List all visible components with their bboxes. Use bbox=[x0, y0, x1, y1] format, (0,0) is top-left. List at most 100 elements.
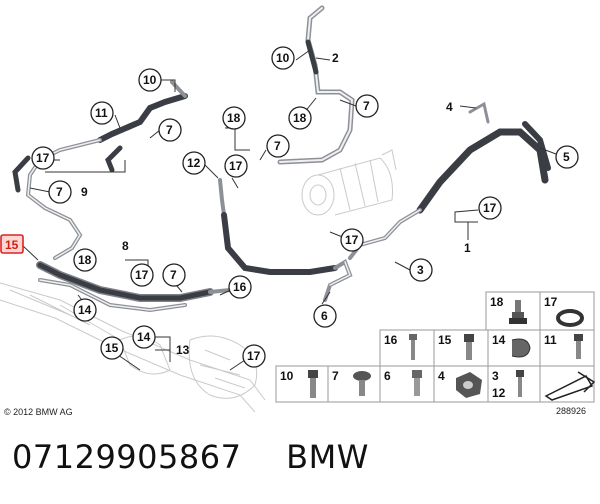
svg-text:17: 17 bbox=[135, 268, 149, 282]
grid-label-15: 15 bbox=[438, 333, 452, 347]
rubber-mount-icon bbox=[509, 300, 527, 324]
image-number: 288926 bbox=[556, 406, 586, 416]
callout-8[interactable]: 8 bbox=[122, 239, 129, 253]
grid-label-3: 3 bbox=[492, 369, 499, 383]
callout-7-left-top[interactable]: 7 bbox=[158, 118, 182, 142]
svg-text:7: 7 bbox=[170, 268, 177, 282]
callout-7-top[interactable]: 7 bbox=[355, 94, 379, 118]
svg-text:15: 15 bbox=[105, 341, 119, 355]
svg-text:11: 11 bbox=[95, 106, 108, 120]
grid-label-16: 16 bbox=[384, 333, 398, 347]
part-number: 07129905867 bbox=[12, 438, 242, 476]
callout-7-low[interactable]: 7 bbox=[162, 263, 186, 287]
callout-3[interactable]: 3 bbox=[409, 258, 433, 282]
callout-17-low-right[interactable]: 17 bbox=[242, 344, 266, 368]
svg-text:17: 17 bbox=[483, 201, 497, 215]
callout-11[interactable]: 11 bbox=[90, 101, 114, 125]
grid-label-10: 10 bbox=[280, 369, 294, 383]
callout-14-left[interactable]: 14 bbox=[73, 298, 97, 322]
grid-label-12: 12 bbox=[492, 386, 506, 400]
svg-text:14: 14 bbox=[78, 303, 92, 317]
callout-15-low[interactable]: 15 bbox=[100, 336, 124, 360]
callout-10-left[interactable]: 10 bbox=[138, 68, 162, 92]
callout-leaders bbox=[21, 49, 557, 371]
callout-18-left[interactable]: 18 bbox=[73, 248, 97, 272]
svg-text:9: 9 bbox=[81, 185, 88, 199]
hose-line-8 bbox=[36, 261, 232, 313]
bolt-11-icon bbox=[574, 334, 583, 359]
svg-text:15: 15 bbox=[5, 238, 19, 252]
callout-1[interactable]: 1 bbox=[464, 241, 471, 255]
hose-line-12 bbox=[218, 178, 353, 302]
svg-text:7: 7 bbox=[274, 139, 281, 153]
copyright-text: © 2012 BMW AG bbox=[4, 407, 73, 417]
svg-text:17: 17 bbox=[345, 233, 359, 247]
grid-label-14: 14 bbox=[492, 333, 506, 347]
svg-text:7: 7 bbox=[56, 185, 63, 199]
callout-5[interactable]: 5 bbox=[555, 145, 579, 169]
callout-9[interactable]: 9 bbox=[81, 185, 88, 199]
svg-text:14: 14 bbox=[137, 330, 151, 344]
svg-text:18: 18 bbox=[293, 111, 307, 125]
callout-18-mid[interactable]: 18 bbox=[222, 106, 246, 130]
svg-text:4: 4 bbox=[446, 100, 453, 114]
bolt-10-icon bbox=[308, 370, 318, 398]
parts-grid: 18 17 16 15 14 11 10 7 6 4 3 12 bbox=[275, 291, 596, 403]
callout-12[interactable]: 12 bbox=[182, 151, 206, 175]
svg-text:17: 17 bbox=[36, 151, 50, 165]
callout-14-low[interactable]: 14 bbox=[132, 325, 156, 349]
nut-icon bbox=[456, 372, 482, 398]
callout-2[interactable]: 2 bbox=[332, 51, 339, 65]
callout-17-pump[interactable]: 17 bbox=[340, 228, 364, 252]
callout-10-top[interactable]: 10 bbox=[271, 46, 295, 70]
callout-17-left[interactable]: 17 bbox=[31, 146, 55, 170]
svg-text:5: 5 bbox=[563, 150, 570, 164]
svg-text:12: 12 bbox=[187, 156, 201, 170]
callout-7-mid[interactable]: 7 bbox=[266, 134, 290, 158]
bolt-3-icon bbox=[516, 370, 524, 397]
svg-text:3: 3 bbox=[417, 263, 424, 277]
svg-text:7: 7 bbox=[166, 123, 173, 137]
bolt-6-icon bbox=[412, 370, 422, 396]
clip-icon bbox=[511, 338, 531, 358]
hose-line-1-right bbox=[348, 101, 551, 260]
callout-4[interactable]: 4 bbox=[446, 100, 453, 114]
svg-text:17: 17 bbox=[247, 349, 261, 363]
screw-7-icon bbox=[353, 371, 371, 396]
svg-text:8: 8 bbox=[122, 239, 129, 253]
hose-line-10-upper bbox=[277, 5, 355, 165]
svg-text:16: 16 bbox=[233, 280, 247, 294]
callout-17-low[interactable]: 17 bbox=[130, 263, 154, 287]
power-steering-pump bbox=[301, 149, 397, 216]
svg-text:17: 17 bbox=[229, 159, 243, 173]
svg-text:10: 10 bbox=[143, 73, 157, 87]
callout-17-mid[interactable]: 17 bbox=[224, 154, 248, 178]
svg-text:10: 10 bbox=[276, 51, 290, 65]
o-ring-icon bbox=[556, 309, 584, 327]
grid-label-18: 18 bbox=[490, 295, 504, 309]
callout-18-top[interactable]: 18 bbox=[288, 106, 312, 130]
svg-text:18: 18 bbox=[78, 253, 92, 267]
arrow-icon bbox=[544, 371, 596, 401]
callout-13[interactable]: 13 bbox=[176, 343, 190, 357]
callout-7-left-mid[interactable]: 7 bbox=[48, 180, 72, 204]
product-caption: 07129905867 BMW bbox=[12, 438, 592, 488]
svg-text:1: 1 bbox=[464, 241, 471, 255]
steering-rack-outline bbox=[0, 282, 266, 413]
svg-text:6: 6 bbox=[321, 309, 328, 323]
grid-label-6: 6 bbox=[384, 369, 391, 383]
svg-text:18: 18 bbox=[227, 111, 241, 125]
callout-6[interactable]: 6 bbox=[313, 304, 337, 328]
callout-15-highlighted[interactable]: 15 bbox=[0, 234, 24, 254]
bolt-16-icon bbox=[409, 334, 417, 360]
grid-label-11: 11 bbox=[544, 333, 557, 347]
parts-diagram: 2 10 18 7 4 5 17 1 17 3 6 10 1 bbox=[0, 5, 596, 417]
callout-17-right[interactable]: 17 bbox=[478, 196, 502, 220]
grid-label-4: 4 bbox=[438, 369, 445, 383]
svg-text:7: 7 bbox=[363, 99, 370, 113]
bolt-15-icon bbox=[464, 334, 474, 360]
svg-text:2: 2 bbox=[332, 51, 339, 65]
svg-text:13: 13 bbox=[176, 343, 190, 357]
callout-16[interactable]: 16 bbox=[228, 275, 252, 299]
grid-label-7: 7 bbox=[332, 369, 339, 383]
